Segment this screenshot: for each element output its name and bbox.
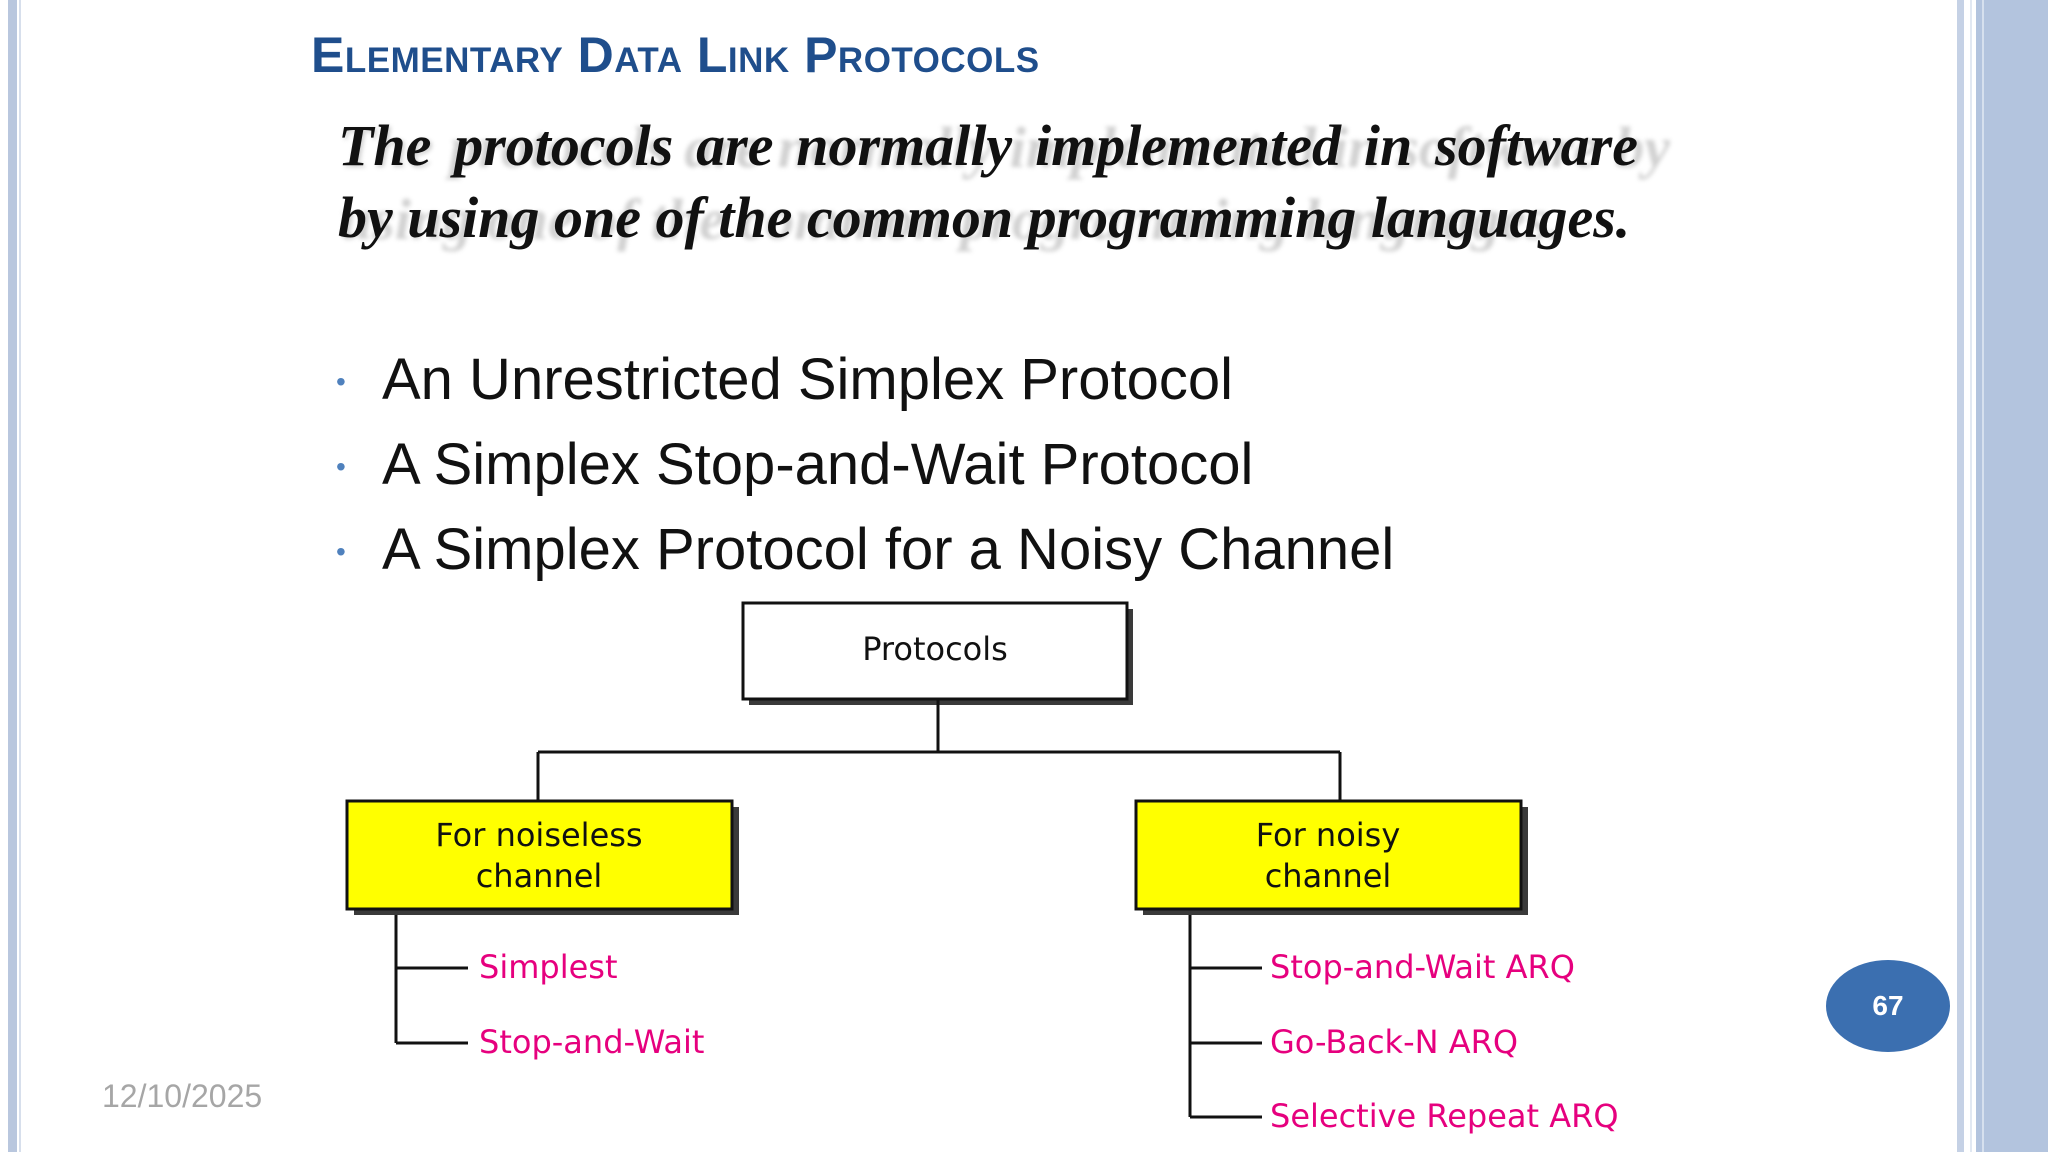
bullet-item: • A Simplex Stop-and-Wait Protocol [332,425,1394,510]
bullet-text: An Unrestricted Simplex Protocol [382,347,1233,412]
leaf-label: Stop-and-Wait ARQ [1270,948,1575,986]
bullet-item: • An Unrestricted Simplex Protocol [332,340,1394,425]
bullet-icon: • [336,451,346,482]
root-box [741,601,1129,701]
leaf-label: Go-Back-N ARQ [1270,1023,1518,1061]
bullet-item: • A Simplex Protocol for a Noisy Channel [332,510,1394,595]
bullet-text: A Simplex Stop-and-Wait Protocol [382,432,1254,497]
slide-frame-left-line [19,0,21,1152]
slide-date: 12/10/2025 [102,1078,263,1114]
branch-label-line1: For noiseless [435,816,642,854]
bullet-icon: • [336,366,346,397]
bullet-list: • An Unrestricted Simplex Protocol • A Sim… [332,340,1394,595]
branch-label-line1: For noisy [1256,816,1401,854]
page-number: 67 [1872,990,1904,1021]
tree-connectors [394,699,1342,1119]
bullet-text: A Simplex Protocol for a Noisy Channel [382,517,1395,582]
leaf-label: Selective Repeat ARQ [1270,1097,1619,1135]
slide-frame-left [8,0,17,1152]
bullet-icon: • [336,536,346,567]
page-number-badge: 67 [1826,960,1950,1052]
intro-text: The protocols are normally implemented i… [338,113,1638,250]
leaf-label: Stop-and-Wait [479,1023,704,1061]
slide-frame-right-line [1957,0,1964,1152]
root-label: Protocols [862,630,1008,668]
slide-title: Elementary Data Link Protocols [311,27,1040,83]
branch-box-noisy [1134,799,1523,911]
slide-frame-right-thin-line [1970,0,1972,1152]
slide-frame-right [1976,0,2048,1152]
branch-label-line2: channel [476,857,603,895]
leaf-label: Simplest [479,948,617,986]
branch-box-noiseless [345,799,734,911]
slide-frame-right-highlight [1982,0,1984,1152]
branch-label-line2: channel [1265,857,1392,895]
intro-text-shadow: The protocols are normally implemented i… [340,115,1670,252]
